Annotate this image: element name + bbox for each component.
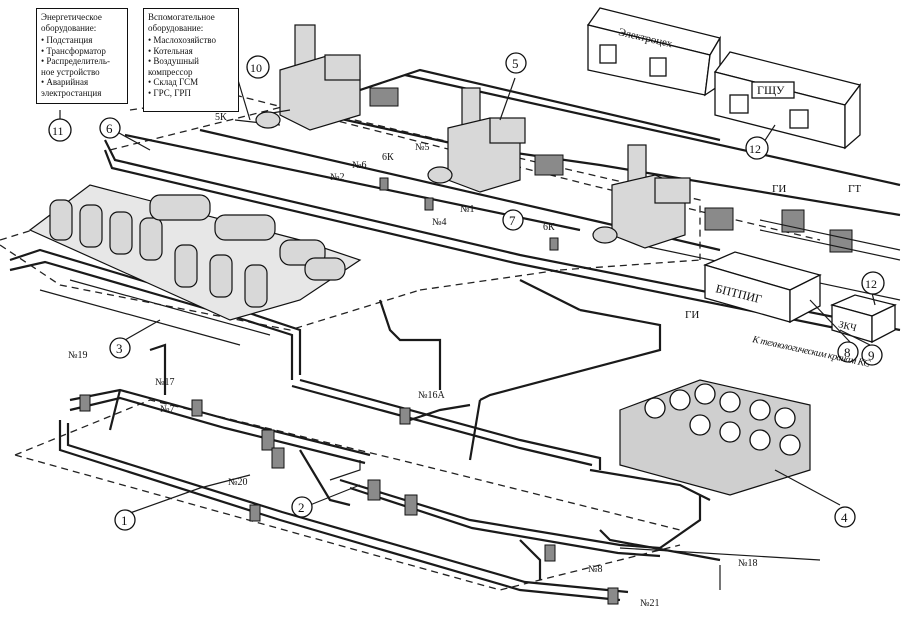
legend-energy-item: Аварийная электростанция xyxy=(41,77,123,98)
valve-label-17: №17 xyxy=(155,377,175,388)
valve-label-16a: №16А xyxy=(418,390,446,401)
legend-aux-equipment: Вспомогательное оборудование: Маслохозяй… xyxy=(143,8,239,112)
valve-label-7: №7 xyxy=(160,404,175,415)
valve-label-2: №2 xyxy=(330,172,345,183)
legend-energy-equipment: Энергетическое оборудование: Подстанция … xyxy=(36,8,128,104)
legend-aux-item: Котельная xyxy=(148,46,234,57)
valve-label-20: №20 xyxy=(228,477,248,488)
building-bptpig: БПТПИГ xyxy=(703,251,822,324)
valve-label-6: №6 xyxy=(352,160,367,171)
building-zkh: ЗКЧ xyxy=(830,294,897,344)
legend-aux-item: Воздушный компрессор xyxy=(148,56,234,77)
dust-collector-battery xyxy=(28,184,362,346)
svg-text:5: 5 xyxy=(512,56,519,71)
svg-text:12: 12 xyxy=(865,277,877,291)
valve-label-5k: 5К xyxy=(215,112,227,123)
legend-aux-item: Склад ГСМ xyxy=(148,77,234,88)
air-cooler-unit xyxy=(619,379,811,496)
valve-label-19: №19 xyxy=(68,350,88,361)
valve-label-5: №5 xyxy=(415,142,430,153)
legend-aux-item: ГРС, ГРП xyxy=(148,88,234,99)
svg-text:10: 10 xyxy=(250,61,262,75)
legend-aux-title: Вспомогательное оборудование: xyxy=(148,12,215,33)
valve-label-6k-2: 6К xyxy=(543,222,555,233)
callout-12-zkh: 12 xyxy=(861,271,885,295)
building-electroshop: Электроцех xyxy=(586,7,722,97)
callout-12-control: 12 xyxy=(745,136,769,160)
svg-text:8: 8 xyxy=(844,345,851,360)
callout-7: 7 xyxy=(502,209,524,231)
callout-5: 5 xyxy=(505,52,527,74)
gpa-unit-3 xyxy=(592,144,734,249)
valve-labels: №19 №17 №7 №20 №16А №8 №18 №21 №6 №2 №1 … xyxy=(68,112,758,609)
svg-text:11: 11 xyxy=(52,124,64,138)
legend-energy-item: Распределитель-ное устройство xyxy=(41,56,123,77)
valve-label-21: №21 xyxy=(640,598,660,609)
svg-text:2: 2 xyxy=(298,500,305,515)
callout-4: 4 xyxy=(834,506,856,528)
svg-text:6: 6 xyxy=(106,121,113,136)
callout-11: 11 xyxy=(48,118,72,142)
valve-label-8: №8 xyxy=(588,564,603,575)
callout-3: 3 xyxy=(109,337,131,359)
gpa-unit-1 xyxy=(234,24,399,131)
valve-symbols xyxy=(79,177,619,605)
building-control: ГЩУ xyxy=(713,51,862,150)
svg-text:12: 12 xyxy=(749,142,761,156)
callout-6: 6 xyxy=(99,117,121,139)
aux-equipment xyxy=(759,209,901,261)
callout-8: 8 xyxy=(837,341,859,363)
svg-text:1: 1 xyxy=(121,513,128,528)
valve-label-18: №18 xyxy=(738,558,758,569)
pipe-label-gt: ГТ xyxy=(848,183,861,195)
legend-aux-item: Маслохозяйство xyxy=(148,35,234,46)
svg-text:3: 3 xyxy=(116,341,123,356)
valve-label-1: №1 xyxy=(460,204,475,215)
svg-text:9: 9 xyxy=(868,348,875,363)
callout-1: 1 xyxy=(114,509,136,531)
svg-text:4: 4 xyxy=(841,510,848,525)
valve-label-6k-1: 6К xyxy=(382,152,394,163)
svg-text:7: 7 xyxy=(509,213,516,228)
leader-lines xyxy=(59,59,876,514)
legend-energy-item: Подстанция xyxy=(41,35,123,46)
callout-2: 2 xyxy=(291,496,313,518)
control-label: ГЩУ xyxy=(757,83,785,97)
callout-9: 9 xyxy=(861,344,883,366)
legend-energy-item: Трансформатор xyxy=(41,46,123,57)
pipe-label-gi-bottom: ГИ xyxy=(685,309,699,321)
gpa-unit-2 xyxy=(427,87,564,193)
callout-10: 10 xyxy=(246,55,270,79)
zone-boundary-gcu xyxy=(109,104,701,291)
legend-energy-title: Энергетическое оборудование: xyxy=(41,12,102,33)
pipe-label-gi-top: ГИ xyxy=(772,183,786,195)
valve-label-4: №4 xyxy=(432,217,447,228)
